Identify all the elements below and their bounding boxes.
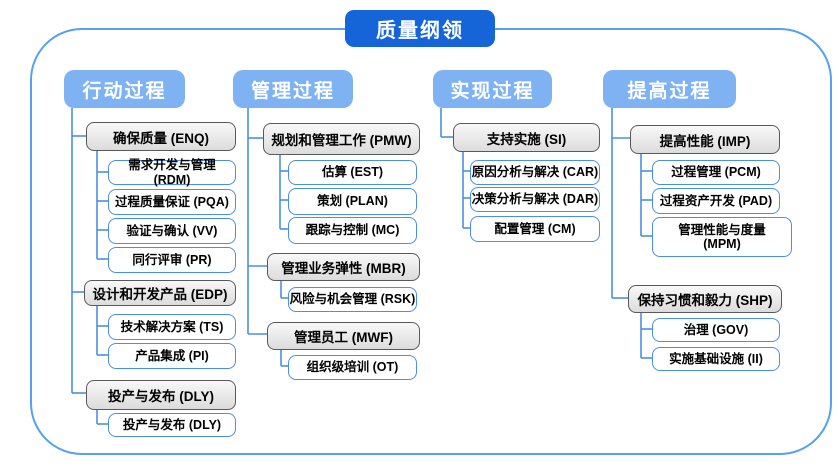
node-cm: 配置管理 (CM) bbox=[470, 216, 600, 242]
node-si: 支持实施 (SI) bbox=[453, 123, 600, 152]
node-plan: 策划 (PLAN) bbox=[288, 188, 417, 215]
node-pr: 同行评审 (PR) bbox=[108, 247, 236, 273]
node-dar: 决策分析与解决 (DAR) bbox=[470, 187, 600, 212]
column-header-improvement-process: 提高过程 bbox=[603, 70, 736, 108]
node-dly-sub: 投产与发布 (DLY) bbox=[108, 413, 236, 437]
node-dly: 投产与发布 (DLY) bbox=[86, 380, 236, 410]
node-rsk: 风险与机会管理 (RSK) bbox=[288, 287, 417, 312]
root-node-quality-program: 质量纲领 bbox=[345, 10, 495, 47]
node-pqa: 过程质量保证 (PQA) bbox=[108, 189, 236, 215]
node-pad: 过程资产开发 (PAD) bbox=[652, 188, 780, 214]
node-enq: 确保质量 (ENQ) bbox=[86, 122, 236, 151]
node-mwf: 管理员工 (MWF) bbox=[267, 322, 420, 350]
column-header-action-process: 行动过程 bbox=[64, 70, 185, 108]
node-pi: 产品集成 (PI) bbox=[108, 343, 236, 369]
node-gov: 治理 (GOV) bbox=[652, 318, 780, 342]
node-pcm: 过程管理 (PCM) bbox=[652, 160, 780, 185]
node-est: 估算 (EST) bbox=[288, 160, 417, 185]
node-mpm: 管理性能与度量 (MPM) bbox=[652, 217, 792, 257]
node-ii: 实施基础设施 (II) bbox=[652, 347, 780, 371]
column-header-management-process: 管理过程 bbox=[233, 70, 353, 108]
node-ot: 组织级培训 (OT) bbox=[288, 355, 417, 380]
node-shp: 保持习惯和毅力 (SHP) bbox=[628, 285, 782, 313]
node-rdm: 需求开发与管理 (RDM) bbox=[108, 158, 236, 187]
node-mbr: 管理业务弹性 (MBR) bbox=[267, 253, 420, 281]
node-ts: 技术解决方案 (TS) bbox=[108, 314, 236, 340]
node-car: 原因分析与解决 (CAR) bbox=[470, 160, 600, 185]
column-header-realization-process: 实现过程 bbox=[433, 70, 552, 108]
node-vv: 验证与确认 (VV) bbox=[108, 218, 236, 244]
node-mc: 跟踪与控制 (MC) bbox=[288, 217, 417, 244]
node-imp: 提高性能 (IMP) bbox=[630, 125, 780, 154]
node-pmw: 规划和管理工作 (PMW) bbox=[263, 123, 420, 155]
node-edp: 设计和开发产品 (EDP) bbox=[84, 280, 236, 306]
